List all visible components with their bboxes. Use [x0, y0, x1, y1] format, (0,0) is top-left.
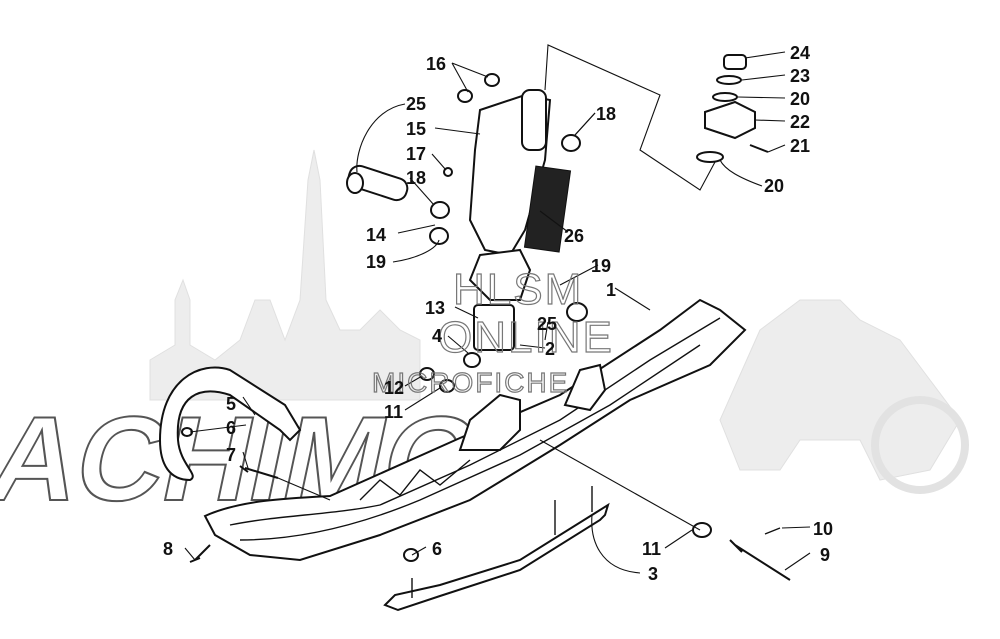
callout-8: 8: [163, 539, 173, 559]
callout-6-bottom: 6: [432, 539, 442, 559]
callout-18-left: 18: [406, 168, 426, 188]
cap-24: [723, 54, 747, 70]
spindle: [468, 89, 552, 351]
watermark-line-1: HLSM: [453, 265, 583, 314]
assembly-link: [544, 44, 716, 191]
spindle-shaft: [521, 89, 547, 151]
callout-20-bottom: 20: [764, 176, 784, 196]
wear-bar-studs: [411, 486, 593, 598]
callout-9: 9: [820, 545, 830, 565]
callout-5: 5: [226, 394, 236, 414]
bolt-21: [749, 144, 769, 153]
cotter-pin-10: [764, 527, 781, 535]
bolt-9: [729, 539, 791, 581]
wear-bar-body: [383, 502, 610, 612]
callout-25-mid: 25: [537, 314, 557, 334]
decal: [523, 165, 572, 253]
callout-11-bottom: 11: [642, 539, 661, 559]
steering-arm-22: [704, 100, 756, 140]
callout-1: 1: [606, 280, 616, 300]
callout-14: 14: [366, 225, 386, 245]
motorcycle-silhouette: [719, 299, 961, 481]
nut-6-bottom: [403, 548, 419, 562]
washer-20-bottom: [696, 151, 724, 163]
callout-16: 16: [426, 54, 446, 74]
callout-11-top: 11: [384, 402, 403, 422]
callouts: 16 25 15 17 18 18 14 19 19 26 1 13 25 4 …: [163, 43, 833, 584]
callout-2: 2: [545, 339, 555, 359]
bushing-18-right: [561, 134, 581, 152]
callout-25-top: 25: [406, 94, 426, 114]
spindle-bracket: [458, 363, 607, 451]
bushing-19-left: [429, 227, 449, 245]
callout-24: 24: [790, 43, 810, 63]
watermark-background: [149, 149, 969, 494]
leader-lines: [184, 51, 811, 574]
washer-11-top: [439, 379, 455, 393]
callout-7: 7: [226, 445, 236, 465]
bushing-19-right: [566, 302, 588, 322]
callout-21: 21: [790, 136, 810, 156]
washer-11-bottom: [692, 522, 712, 538]
callout-22: 22: [790, 112, 810, 132]
ski: [203, 298, 747, 562]
callout-20-top: 20: [790, 89, 810, 109]
nut-12: [419, 367, 435, 381]
saddle-rear: [563, 363, 607, 412]
nut-16-b: [457, 89, 473, 103]
bushing-25-left: [346, 172, 364, 194]
ski-ribs: [359, 459, 471, 501]
spindle-block: [473, 304, 515, 351]
motorcycle-wheel: [871, 396, 969, 494]
watermark-line-2: ONLINE: [438, 313, 614, 362]
bushing-14: [347, 164, 409, 202]
cap-assembly: [696, 54, 769, 163]
callout-4: 4: [432, 326, 442, 346]
wear-bar: [383, 486, 610, 612]
callout-18-right: 18: [596, 104, 616, 124]
callout-6-top: 6: [226, 418, 236, 438]
bushing-18-left: [430, 201, 450, 219]
callout-13: 13: [425, 298, 445, 318]
bolt-8: [189, 544, 211, 563]
nut-4: [463, 352, 481, 368]
hlsm-watermark: HLSM ONLINE MICROFICHE: [371, 264, 614, 398]
o-ring-23: [716, 75, 742, 85]
nut-16-a: [484, 73, 500, 87]
callout-23: 23: [790, 66, 810, 86]
washer-20-top: [712, 92, 738, 102]
ski-lower-edge: [239, 344, 701, 541]
small-parts: [181, 73, 791, 581]
watermark-line-3: MICROFICHE: [372, 367, 569, 398]
callout-17: 17: [406, 144, 426, 164]
callout-19-right: 19: [591, 256, 611, 276]
skyline-silhouette: [149, 149, 421, 401]
callout-19-left: 19: [366, 252, 386, 272]
ski-body: [203, 298, 747, 562]
saddle: [458, 393, 521, 451]
bolt-7: [239, 465, 279, 479]
callout-12: 12: [384, 378, 404, 398]
callout-15: 15: [406, 119, 426, 139]
callout-26: 26: [564, 226, 584, 246]
callout-3: 3: [648, 564, 658, 584]
ski-loop: [158, 366, 302, 482]
spindle-lower: [468, 248, 532, 301]
callout-10: 10: [813, 519, 833, 539]
